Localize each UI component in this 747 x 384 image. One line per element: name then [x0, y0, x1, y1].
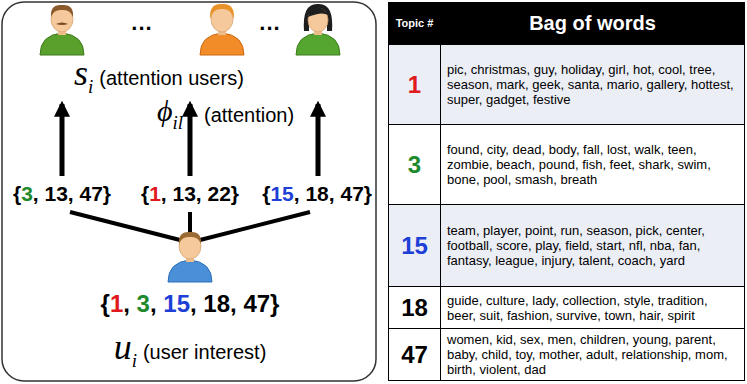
user-icon [168, 232, 212, 282]
caption-text: (user interest) [143, 341, 266, 363]
topic-number: 47 [401, 341, 428, 369]
set-text: , [123, 290, 136, 317]
topic-number: 3 [21, 182, 33, 205]
label-group: {15, 18, 47} [262, 182, 372, 206]
topic-number: 18 [401, 294, 428, 322]
user-icon [200, 4, 244, 55]
topic-cell: 3 [389, 125, 441, 205]
interest-line [188, 212, 192, 232]
topic-cell: 15 [389, 205, 441, 287]
label-group: si (attention users) [74, 52, 244, 98]
topic-number: 1 [149, 182, 161, 205]
math-symbol: ϕ [157, 94, 173, 127]
panel-outline [2, 2, 376, 381]
label-group: {1, 3, 15, 18, 47} [101, 290, 280, 318]
word-list: guide, culture, lady, collection, style,… [441, 290, 744, 326]
interest-line [70, 212, 180, 240]
topic-number: 3 [408, 151, 421, 179]
ellipsis: ... [259, 10, 280, 35]
caption-text: (attention users) [99, 67, 244, 89]
set-brace: { [141, 182, 149, 205]
header-cell: Bag of words [441, 3, 744, 45]
label-group: ϕil [157, 94, 183, 134]
words-cell: women, kid, sex, men, children, young, p… [441, 329, 744, 380]
set-text: , 18, 47} [294, 182, 372, 205]
set-text: , [150, 290, 163, 317]
set-text: , 13, 22} [161, 182, 239, 205]
header-text: Topic # [390, 17, 440, 30]
label-group: {3, 13, 47} [13, 182, 111, 206]
word-list: pic, christmas, guy, holiday, girl, hot,… [441, 59, 744, 110]
header-text: Bag of words [529, 12, 656, 35]
topic-table: Topic # Bag of words 1 pic, christmas, guy,… [388, 2, 745, 381]
subscript: i [88, 76, 93, 97]
topic-number: 1 [408, 71, 421, 99]
word-list: women, kid, sex, men, children, young, p… [441, 329, 744, 380]
math-symbol: u [114, 327, 132, 367]
set-text: , 18, 47} [190, 290, 279, 317]
word-list: team, player, point, run, season, pick, … [441, 220, 744, 271]
label-group: {1, 13, 22} [141, 182, 239, 206]
words-cell: team, player, point, run, season, pick, … [441, 205, 744, 287]
header-cell: Topic # [389, 3, 441, 45]
topic-number: 15 [401, 232, 428, 260]
math-symbol: s [74, 53, 88, 93]
set-brace: { [13, 182, 21, 205]
caption-text: (attention) [204, 104, 294, 126]
words-cell: pic, christmas, guy, holiday, girl, hot,… [441, 45, 744, 125]
topic-number: 15 [270, 182, 293, 205]
interest-line [200, 212, 310, 240]
topic-number: 1 [110, 290, 123, 317]
words-cell: found, city, dead, body, fall, lost, wal… [441, 125, 744, 205]
topic-cell: 1 [389, 45, 441, 125]
topic-number: 3 [137, 290, 150, 317]
label-group: ... [131, 10, 152, 36]
user-icon [296, 4, 340, 55]
label-group: (attention) [198, 104, 294, 127]
user-icon [40, 5, 84, 55]
set-brace: { [262, 182, 270, 205]
attention-arrow [316, 104, 321, 176]
label-group: ... [259, 10, 280, 36]
topic-cell: 18 [389, 287, 441, 329]
attention-arrow [188, 104, 193, 176]
label-group: ui (user interest) [114, 326, 267, 372]
words-cell: guide, culture, lady, collection, style,… [441, 287, 744, 329]
word-list: found, city, dead, body, fall, lost, wal… [441, 139, 744, 190]
topic-number: 15 [163, 290, 190, 317]
subscript: i [132, 350, 137, 371]
subscript: il [172, 112, 183, 133]
ellipsis: ... [131, 10, 152, 35]
attention-arrow [60, 104, 65, 176]
set-brace: { [101, 290, 110, 317]
set-text: , 13, 47} [33, 182, 111, 205]
topic-cell: 47 [389, 329, 441, 380]
